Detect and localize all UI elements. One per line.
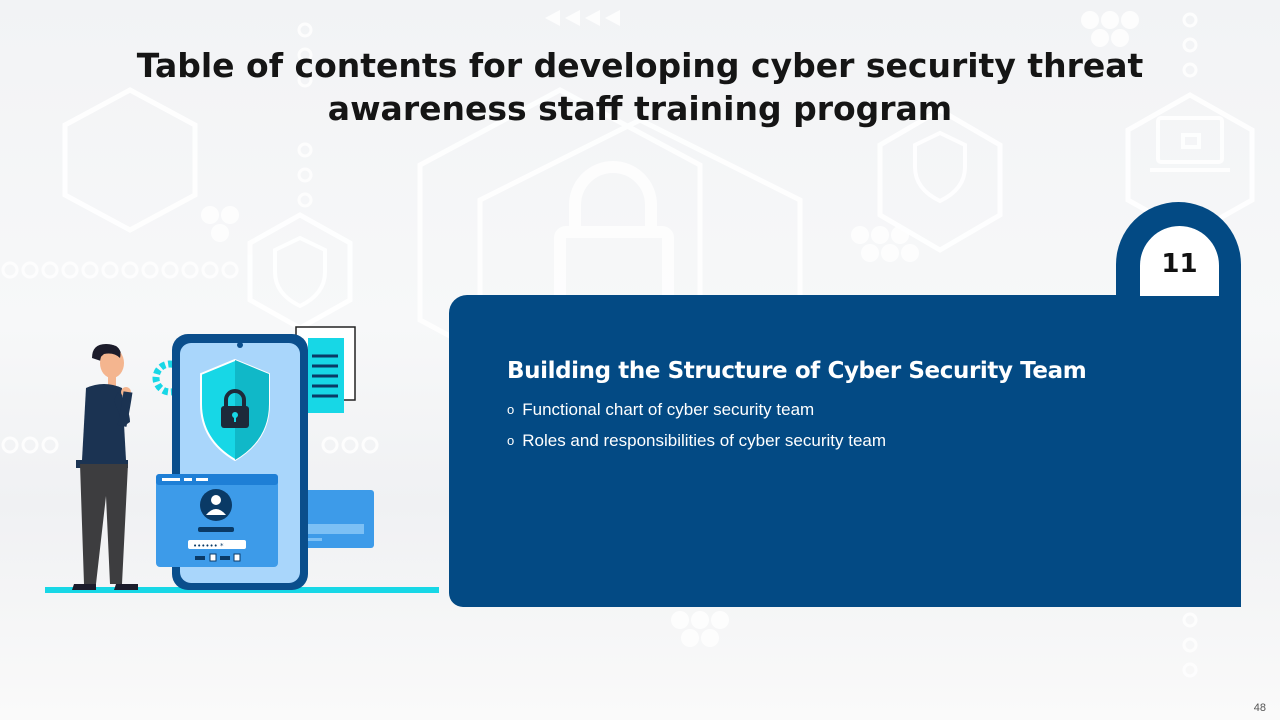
section-heading: Building the Structure of Cyber Security… <box>507 358 1087 384</box>
toc-item-roles-responsibilities[interactable]: o Roles and responsibilities of cyber se… <box>507 431 886 462</box>
bullet-marker: o <box>507 433 515 448</box>
password-mask: •••••• * <box>193 542 224 550</box>
toc-item-functional-chart[interactable]: o Functional chart of cyber security tea… <box>507 400 886 431</box>
person-figure <box>72 344 138 590</box>
section-panel <box>449 295 1241 607</box>
toc-list: o Functional chart of cyber security tea… <box>507 400 886 462</box>
cyber-security-illustration: •••••• * <box>45 326 439 593</box>
slide-title: Table of contents for developing cyber s… <box>136 46 1144 128</box>
toc-item-label: Roles and responsibilities of cyber secu… <box>522 431 887 450</box>
bullet-marker: o <box>507 402 515 417</box>
page-number: 48 <box>1253 702 1266 714</box>
section-number-badge: 11 <box>1140 226 1219 296</box>
toc-item-label: Functional chart of cyber security team <box>522 400 815 419</box>
